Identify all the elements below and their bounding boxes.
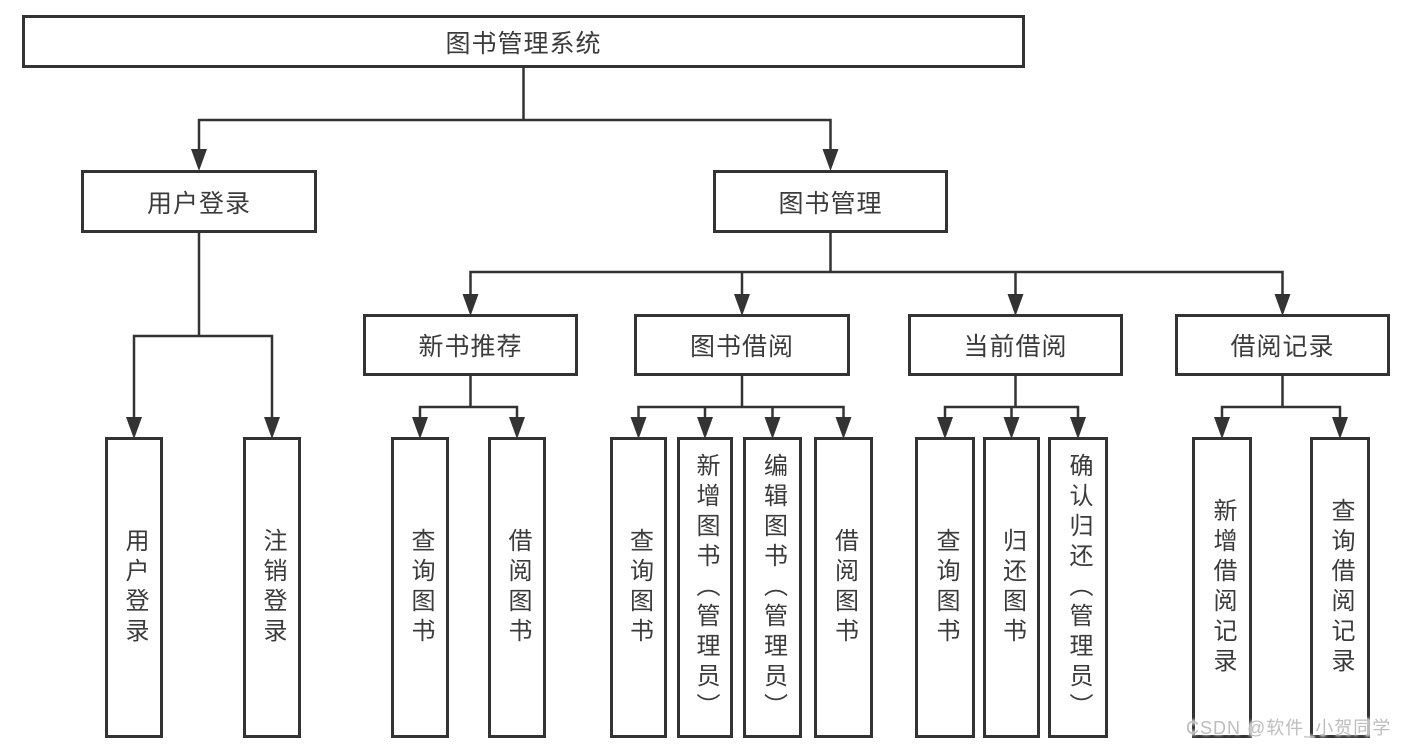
- node-label: 借阅记录: [1230, 333, 1335, 361]
- node-user-login: 用户登录: [81, 170, 317, 233]
- leaf-return-books: 归还图书: [983, 437, 1040, 738]
- leaf-label: 新增图书（管理员）: [692, 452, 719, 723]
- leaf-label: 查询图书: [407, 527, 434, 648]
- leaf-add-books-admin: 新增图书（管理员）: [677, 437, 733, 738]
- node-label: 图书管理: [778, 189, 883, 218]
- leaf-query-books-borrowing: 查询图书: [610, 437, 667, 738]
- leaf-label: 查询借阅记录: [1327, 497, 1354, 678]
- leaf-edit-books-admin: 编辑图书（管理员）: [743, 437, 802, 738]
- node-borrowing-records: 借阅记录: [1175, 314, 1390, 376]
- node-label: 图书管理系统: [445, 29, 602, 58]
- leaf-borrow-books-recommend: 借阅图书: [488, 437, 546, 738]
- node-library-management-system: 图书管理系统: [22, 15, 1025, 68]
- leaf-label: 新增借阅记录: [1209, 497, 1236, 678]
- csdn-watermark: CSDN @软件_小贺同学: [1186, 718, 1392, 738]
- leaf-label: 用户登录: [121, 527, 148, 648]
- leaf-label: 查询图书: [932, 527, 959, 648]
- leaf-label: 查询图书: [625, 527, 653, 648]
- leaf-confirm-return-admin: 确认归还（管理员）: [1048, 437, 1108, 738]
- node-label: 当前借阅: [963, 333, 1068, 361]
- node-label: 新书推荐: [418, 333, 523, 361]
- leaf-label: 借阅图书: [830, 527, 858, 648]
- leaf-query-books-current: 查询图书: [915, 437, 975, 738]
- node-label: 图书借阅: [689, 333, 794, 361]
- leaf-query-borrow-record: 查询借阅记录: [1310, 437, 1370, 738]
- leaf-label: 借阅图书: [504, 527, 531, 648]
- leaf-borrow-books-borrowing: 借阅图书: [814, 437, 873, 738]
- leaf-label: 编辑图书（管理员）: [759, 452, 787, 723]
- node-book-management: 图书管理: [713, 170, 948, 233]
- leaf-user-login: 用户登录: [105, 437, 163, 738]
- node-label: 用户登录: [146, 189, 251, 218]
- node-current-borrowing: 当前借阅: [908, 314, 1123, 376]
- leaf-logout-login: 注销登录: [243, 437, 301, 738]
- leaf-query-books-recommend: 查询图书: [391, 437, 449, 738]
- leaf-label: 注销登录: [259, 527, 286, 648]
- node-new-book-recommend: 新书推荐: [363, 314, 578, 376]
- node-book-borrowing: 图书借阅: [634, 314, 850, 376]
- leaf-label: 归还图书: [998, 527, 1026, 648]
- leaf-label: 确认归还（管理员）: [1065, 452, 1092, 723]
- leaf-add-borrow-record: 新增借阅记录: [1192, 437, 1252, 738]
